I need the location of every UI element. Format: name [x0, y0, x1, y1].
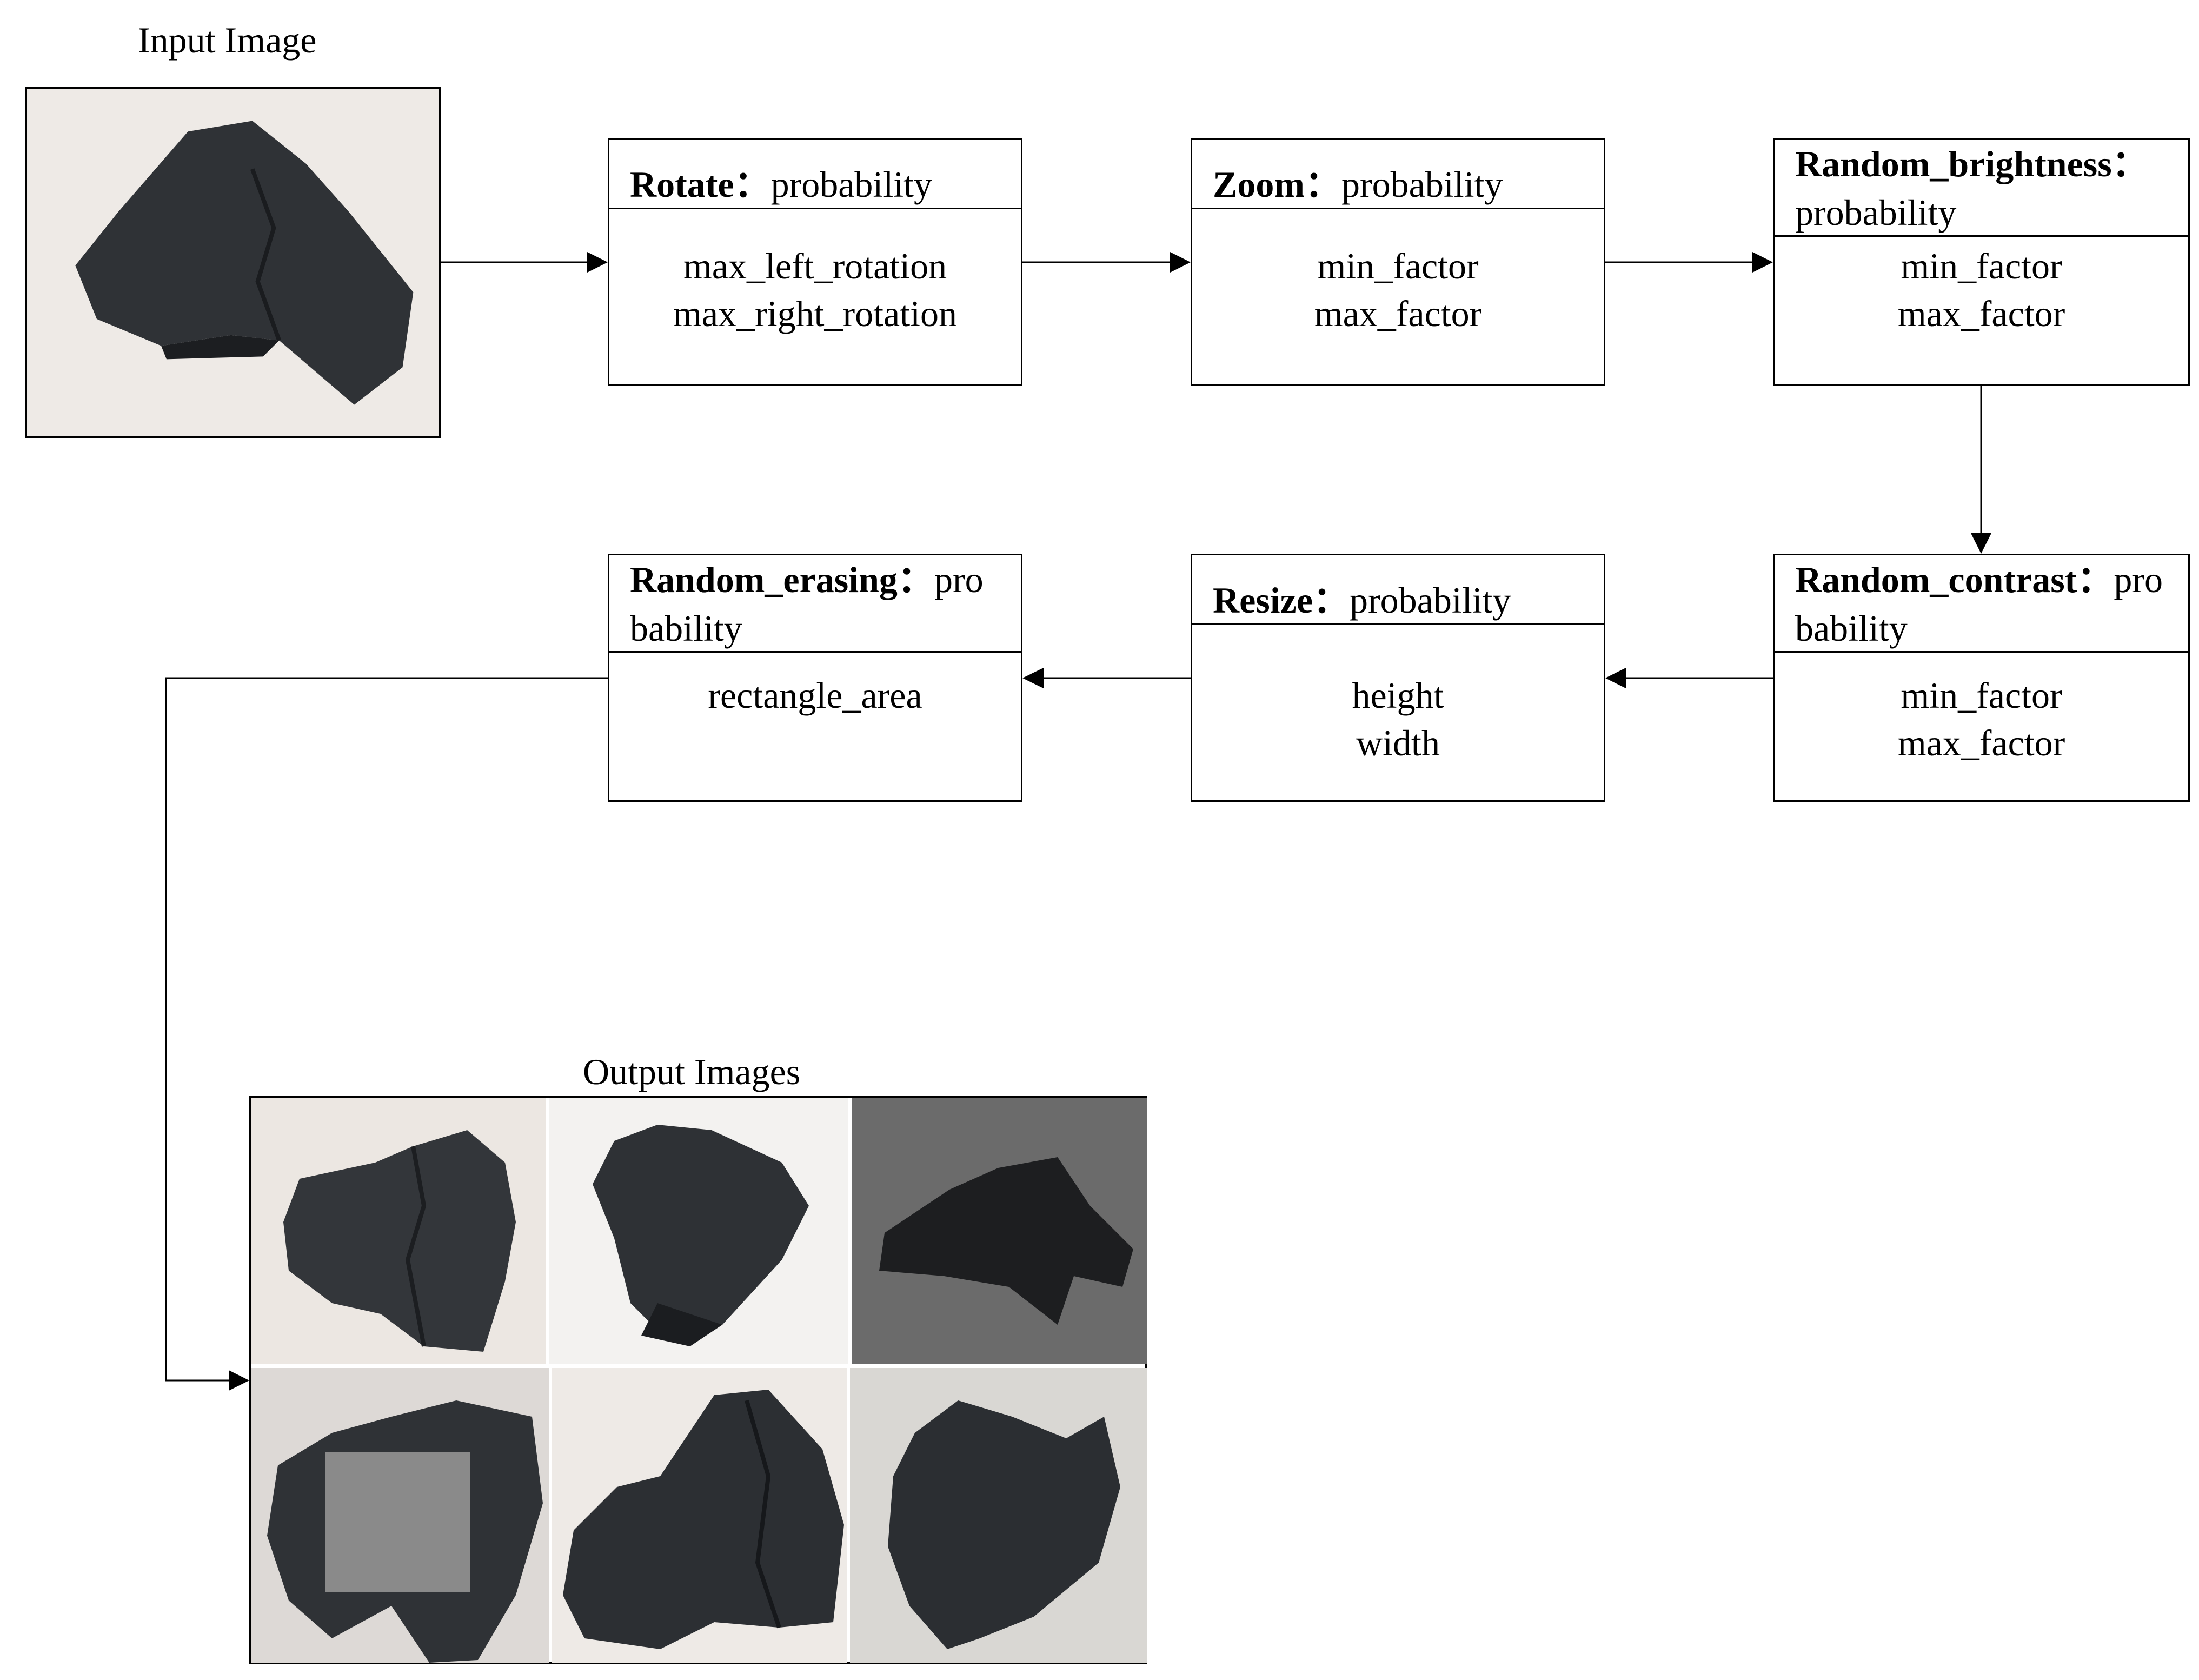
- erased-rectangle: [325, 1452, 470, 1592]
- random-erasing-param-1: rectangle_area: [708, 675, 922, 716]
- random-brightness-param-1: min_factor: [1901, 245, 2062, 287]
- input-image-caption: Input Image: [138, 19, 317, 61]
- resize-node-title: Resize: [1213, 580, 1313, 621]
- zoom-node-title: Zoom: [1213, 164, 1305, 205]
- random-contrast-node-param-b: bability: [1795, 608, 1908, 649]
- random-erasing-node-separator: ：: [897, 559, 934, 600]
- zoom-node-separator: ：: [1305, 164, 1342, 205]
- resize-node-separator: ：: [1313, 580, 1350, 621]
- zoom-param-2: max_factor: [1314, 293, 1482, 334]
- rotate-node-separator: ：: [734, 164, 771, 205]
- rotate-node-title: Rotate: [630, 164, 734, 205]
- random-brightness-node-title: Random_brightness: [1795, 143, 2112, 184]
- random-erasing-node-body: rectangle_area: [609, 672, 1021, 800]
- zoom-node: Zoom：probability min_factor max_factor: [1191, 138, 1605, 386]
- zoom-node-body: min_factor max_factor: [1192, 242, 1604, 384]
- random-brightness-node-separator: ：: [2111, 143, 2149, 184]
- resize-node-body: height width: [1192, 672, 1604, 800]
- random-contrast-param-1: min_factor: [1901, 675, 2062, 716]
- random-contrast-node-separator: ：: [2077, 559, 2114, 600]
- resize-node-header: Resize：probability: [1192, 555, 1604, 625]
- random-brightness-node-param: probability: [1795, 192, 1957, 233]
- random-erasing-node-title: Random_erasing: [630, 559, 898, 600]
- output-image-5: [552, 1368, 847, 1663]
- random-erasing-node-param-b: bability: [630, 608, 742, 649]
- random-erasing-node-param-a: pro: [934, 559, 984, 600]
- resize-param-2: width: [1356, 722, 1440, 763]
- random-contrast-node-body: min_factor max_factor: [1775, 672, 2188, 800]
- output-image-grid: [249, 1096, 1147, 1664]
- rotate-node: Rotate：probability max_left_rotation max…: [608, 138, 1022, 386]
- arrowhead-brightness: [1752, 252, 1773, 273]
- arrowhead-rotate: [587, 252, 608, 273]
- rotate-node-param: probability: [770, 164, 932, 205]
- random-contrast-node-title: Random_contrast: [1795, 559, 2077, 600]
- zoom-node-header: Zoom：probability: [1192, 140, 1604, 209]
- resize-node-param: probability: [1350, 580, 1511, 621]
- resize-node: Resize：probability height width: [1191, 554, 1605, 802]
- random-brightness-node-header: Random_brightness： probability: [1775, 140, 2188, 237]
- output-images-caption: Output Images: [583, 1051, 801, 1092]
- output-image-2: [549, 1098, 848, 1364]
- random-contrast-node-header: Random_contrast：pro bability: [1775, 555, 2188, 653]
- random-erasing-node-header: Random_erasing：pro bability: [609, 555, 1021, 653]
- output-image-1: [251, 1098, 546, 1364]
- arrowhead-erasing: [1022, 668, 1044, 688]
- rotate-param-1: max_left_rotation: [683, 245, 947, 287]
- resize-param-1: height: [1352, 675, 1444, 716]
- rotate-node-body: max_left_rotation max_right_rotation: [609, 242, 1021, 384]
- zoom-param-1: min_factor: [1317, 245, 1479, 287]
- random-erasing-node: Random_erasing：pro bability rectangle_ar…: [608, 554, 1022, 802]
- input-image: [25, 87, 441, 438]
- random-contrast-node: Random_contrast：pro bability min_factor …: [1773, 554, 2190, 802]
- arrowhead-resize: [1605, 668, 1626, 688]
- random-brightness-node-body: min_factor max_factor: [1775, 242, 2188, 384]
- zoom-node-param: probability: [1341, 164, 1503, 205]
- output-image-3: [852, 1098, 1147, 1364]
- output-image-4: [251, 1368, 549, 1663]
- arrowhead-contrast: [1971, 533, 1991, 554]
- rotate-param-2: max_right_rotation: [673, 293, 957, 334]
- random-contrast-param-2: max_factor: [1897, 722, 2065, 763]
- rotate-node-header: Rotate：probability: [609, 140, 1021, 209]
- random-brightness-param-2: max_factor: [1897, 293, 2065, 334]
- random-brightness-node: Random_brightness： probability min_facto…: [1773, 138, 2190, 386]
- arrowhead-output: [229, 1370, 249, 1391]
- output-image-6: [850, 1368, 1147, 1663]
- random-contrast-node-param-a: pro: [2114, 559, 2163, 600]
- arrowhead-zoom: [1170, 252, 1191, 273]
